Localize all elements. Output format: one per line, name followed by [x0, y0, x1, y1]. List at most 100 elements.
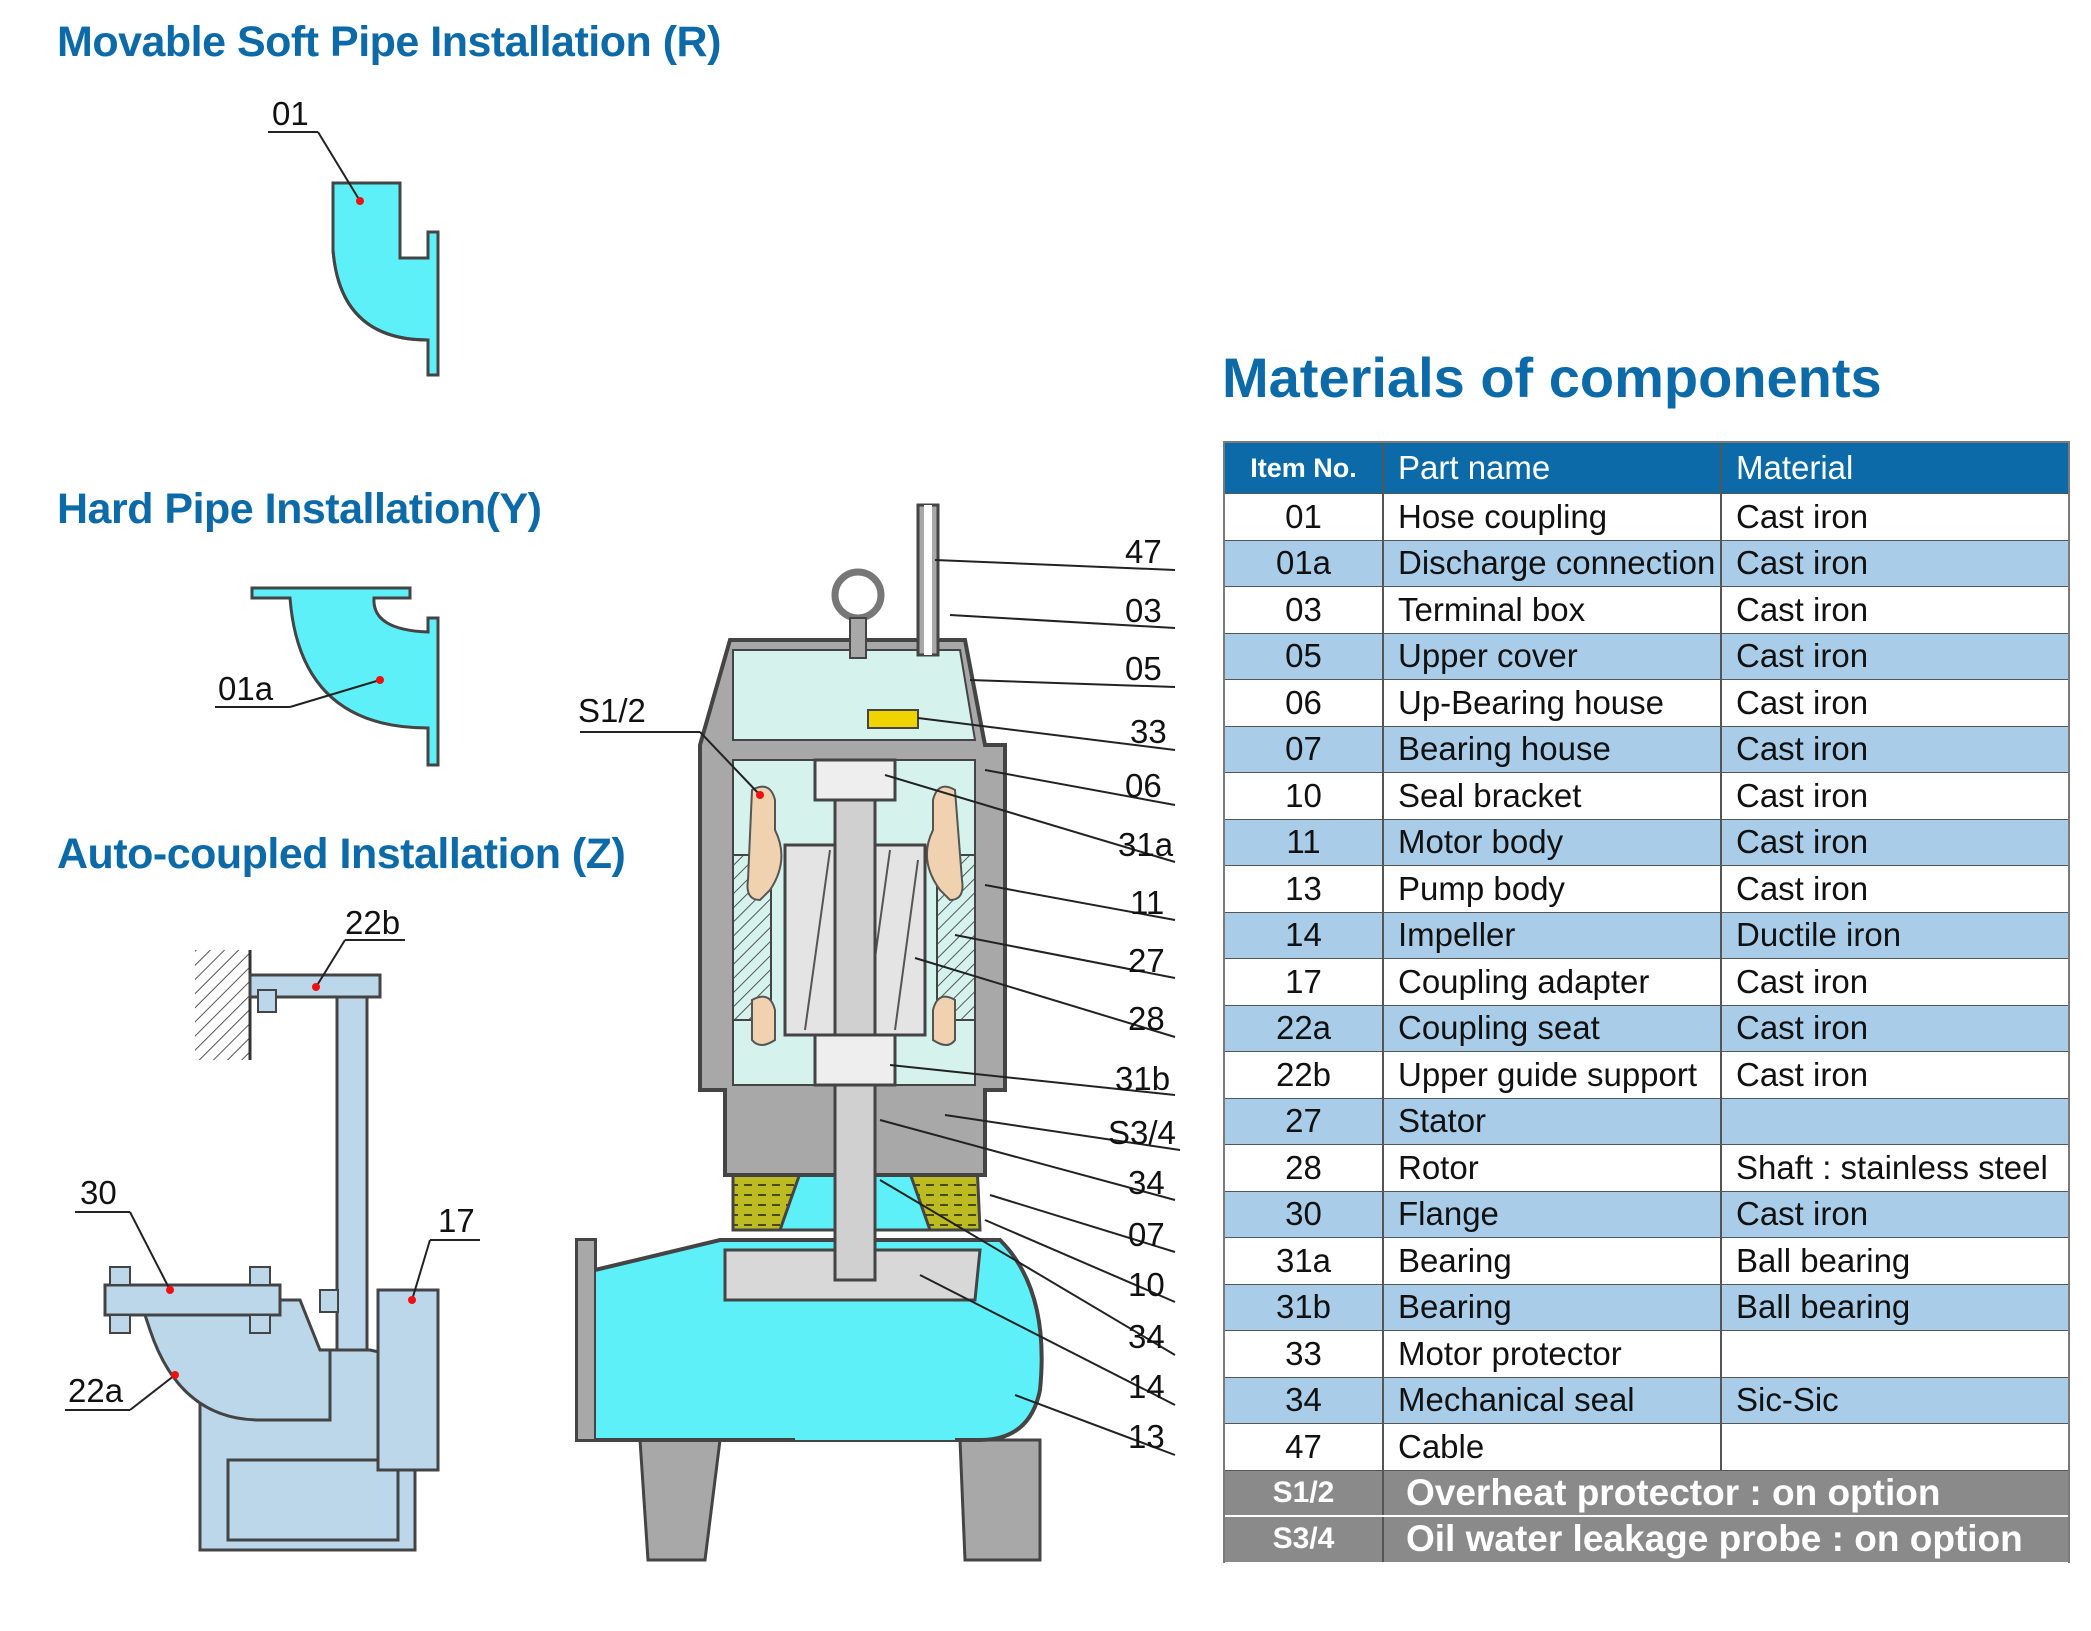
table-cell: Coupling adapter: [1384, 959, 1722, 1005]
svg-text:47: 47: [1125, 533, 1162, 570]
table-cell: 22b: [1225, 1052, 1384, 1098]
table-cell: 01a: [1225, 540, 1384, 586]
table-cell: [1722, 1424, 2068, 1470]
callout-34a: 34: [879, 1119, 1176, 1201]
svg-text:34: 34: [1128, 1318, 1165, 1355]
table-cell: Motor body: [1384, 819, 1722, 865]
table-cell: Ductile iron: [1736, 916, 1902, 954]
table-cell: 07: [1225, 726, 1384, 772]
table-cell: Bearing: [1384, 1238, 1722, 1284]
table-cell: Shaft : stainless steel: [1736, 1148, 2048, 1186]
table-cell: Cast iron: [1736, 683, 1869, 721]
table-cell: Cast iron: [1736, 869, 1869, 907]
callout-11: 11: [984, 884, 1176, 921]
callout-47: 47: [934, 533, 1176, 571]
table-cell: Cast iron: [1736, 497, 1869, 535]
table-cell: 31b: [1225, 1284, 1384, 1330]
callout-01: 01: [268, 95, 364, 205]
callout-31b: 31b: [889, 1060, 1176, 1097]
table-cell: 28: [1225, 1145, 1384, 1191]
table-cell: 06: [1225, 680, 1384, 726]
callout-S34: S3/4: [944, 1114, 1181, 1151]
callout-06: 06: [984, 767, 1176, 806]
table-cell: Impeller: [1384, 912, 1722, 958]
callout-22b: 22b: [312, 904, 405, 991]
table-cell: Terminal box: [1384, 587, 1722, 633]
svg-text:27: 27: [1128, 942, 1165, 979]
table-cell: Cast iron: [1736, 730, 1869, 768]
table-option-desc: Oil water leakage probe : on option: [1406, 1518, 2023, 1560]
soft-pipe-elbow: [331, 181, 440, 377]
table-cell: Bearing house: [1384, 726, 1722, 772]
table-cell: 14: [1225, 912, 1384, 958]
table-cell: Cast iron: [1736, 1195, 1869, 1233]
callout-05: 05: [969, 650, 1176, 688]
table-cell: 01: [1225, 494, 1384, 540]
table-header-cell: Item No.: [1225, 443, 1384, 493]
table-cell: Cast iron: [1736, 637, 1869, 675]
svg-text:01: 01: [272, 95, 309, 132]
table-cell: Cast iron: [1736, 962, 1869, 1000]
table-option-row: S1/2 Overheat protector : on option: [1225, 1470, 2068, 1517]
table-cell: Mechanical seal: [1384, 1377, 1722, 1423]
svg-text:07: 07: [1128, 1216, 1165, 1253]
table-cell: 10: [1225, 773, 1384, 819]
table-cell: Up-Bearing house: [1384, 680, 1722, 726]
table-header-cell: Part name: [1384, 443, 1722, 493]
materials-heading: Materials of components: [1222, 346, 1882, 409]
table-option-desc: Overheat protector : on option: [1406, 1471, 1941, 1513]
table-cell: 03: [1225, 587, 1384, 633]
callout-31a: 31a: [884, 774, 1176, 863]
callout-33: 33: [917, 713, 1176, 751]
table-cell: [1722, 1331, 2068, 1377]
svg-text:03: 03: [1125, 592, 1162, 629]
svg-text:31a: 31a: [1118, 826, 1174, 863]
callout-01a: 01a: [215, 670, 384, 708]
table-cell: [1722, 1099, 2068, 1145]
svg-text:S1/2: S1/2: [578, 692, 646, 729]
callout-07: 07: [989, 1194, 1176, 1253]
table-cell: Ball bearing: [1736, 1288, 1911, 1326]
table-cell: 27: [1225, 1098, 1384, 1144]
svg-text:10: 10: [1128, 1266, 1165, 1303]
callout-34b: 34: [879, 1179, 1176, 1356]
svg-text:34: 34: [1128, 1164, 1165, 1201]
table-cell: Rotor: [1384, 1145, 1722, 1191]
svg-text:31b: 31b: [1115, 1060, 1170, 1097]
table-cell: Cable: [1384, 1424, 1722, 1470]
svg-text:28: 28: [1128, 1000, 1165, 1037]
table-option-code: S1/2: [1225, 1470, 1384, 1515]
auto-coupled-assembly: [103, 950, 440, 1552]
callout-14: 14: [919, 1274, 1176, 1406]
table-cell: 11: [1225, 819, 1384, 865]
table-cell: 34: [1225, 1377, 1384, 1423]
callout-13: 13: [1014, 1394, 1176, 1456]
callout-28: 28: [914, 957, 1176, 1038]
table-cell: Cast iron: [1736, 590, 1869, 628]
svg-text:22b: 22b: [345, 904, 400, 941]
table-cell: Stator: [1384, 1098, 1722, 1144]
callout-10: 10: [984, 1219, 1176, 1303]
table-cell: 31a: [1225, 1238, 1384, 1284]
table-cell: Upper guide support: [1384, 1052, 1722, 1098]
table-cell: Sic-Sic: [1736, 1381, 1839, 1419]
table-option-code: S3/4: [1225, 1517, 1384, 1562]
svg-text:13: 13: [1128, 1418, 1165, 1455]
callout-30: 30: [75, 1174, 174, 1294]
